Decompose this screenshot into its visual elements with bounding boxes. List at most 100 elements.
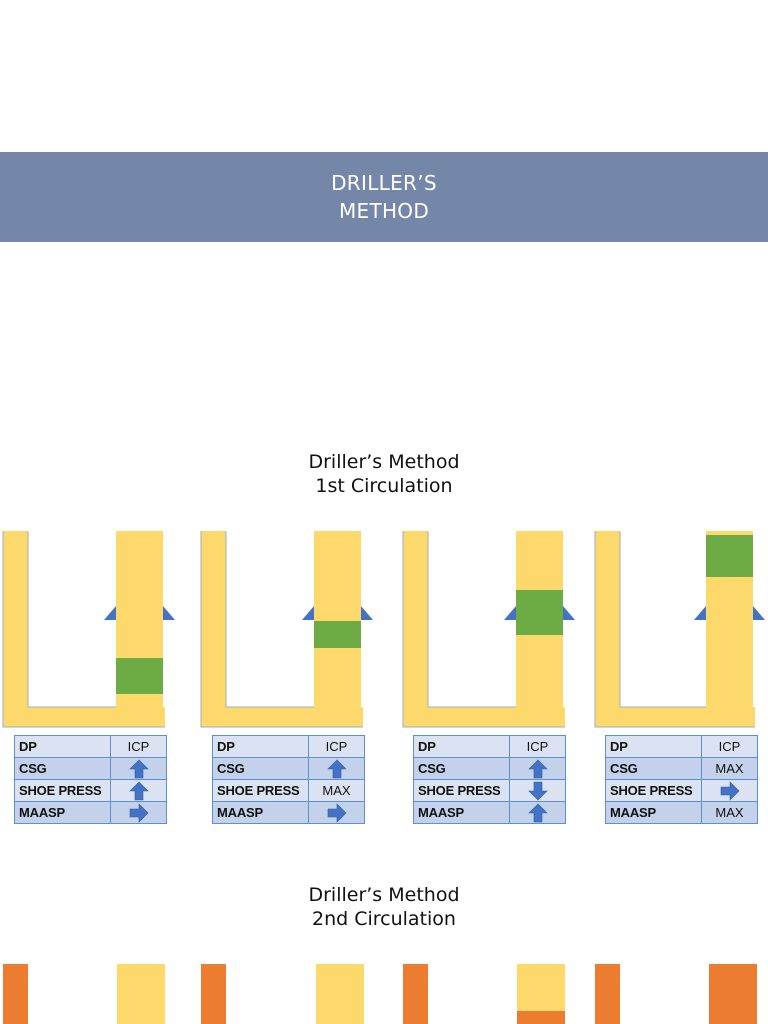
arrow-down-icon [527,781,548,800]
arrow-right-icon [720,780,739,801]
annulus-kill-mud [517,1011,565,1024]
second-circulation-diagram-3 [403,964,565,1024]
choke-right-marker-icon [163,606,175,620]
drill-pipe-column [3,531,28,727]
row-value: ICP [110,735,167,758]
arrow-up-icon [527,759,548,778]
row-label: SHOE PRESS [14,779,111,802]
row-label: DP [605,735,702,758]
kick-influx [516,590,563,635]
row-value [701,779,758,802]
row-value: ICP [308,735,365,758]
annulus-column [316,964,364,1024]
drill-pipe-kill-mud [3,964,28,1024]
second-circulation-diagram-1 [3,964,165,1024]
table-row: MAASP [14,801,167,824]
drill-pipe-kill-mud [403,964,428,1024]
row-label: SHOE PRESS [212,779,309,802]
choke-right-marker-icon [753,606,765,620]
well-outline [594,531,755,728]
section-1-heading: Driller’s Method 1st Circulation [0,450,768,498]
table-row: MAASP [413,801,566,824]
row-value [509,757,566,780]
arrow-up-icon [527,803,548,822]
row-value [308,757,365,780]
row-label: MAASP [605,801,702,824]
row-value: MAX [308,779,365,802]
table-row: SHOE PRESS [14,779,167,802]
banner-title-line2: METHOD [338,199,430,223]
drill-pipe-column [403,531,428,727]
choke-left-marker-icon [504,606,516,620]
table-row: SHOE PRESS [413,779,566,802]
choke-left-marker-icon [302,606,314,620]
row-value: ICP [509,735,566,758]
row-value: ICP [701,735,758,758]
well-outline [200,531,363,728]
section-1-subtitle: 1st Circulation [315,475,453,497]
title-banner: DRILLER’S METHOD [0,152,768,242]
row-label: SHOE PRESS [605,779,702,802]
row-value [509,779,566,802]
well-diagram-2 [200,531,373,728]
row-value [509,801,566,824]
row-value [110,779,167,802]
row-label: DP [413,735,510,758]
row-label: MAASP [212,801,309,824]
well-diagram-3 [402,531,575,728]
section-2-heading: Driller’s Method 2nd Circulation [0,883,768,931]
drill-pipe-column [595,531,620,727]
choke-left-marker-icon [104,606,116,620]
drill-pipe-kill-mud [595,964,620,1024]
row-value [110,757,167,780]
second-circulation-diagram-2 [201,964,364,1024]
row-label: CSG [605,757,702,780]
drill-pipe-column [201,531,226,727]
table-row: MAASP [212,801,365,824]
row-label: CSG [212,757,309,780]
arrow-up-icon [128,759,149,778]
section-2-subtitle: 2nd Circulation [312,908,456,930]
well-outline [402,531,565,728]
kick-influx [706,535,753,577]
row-label: SHOE PRESS [413,779,510,802]
choke-right-marker-icon [563,606,575,620]
row-value: MAX [701,757,758,780]
arrow-up-icon [128,781,149,800]
choke-right-marker-icon [361,606,373,620]
arrow-up-icon [326,759,347,778]
annulus-column [117,964,165,1024]
row-value [110,801,167,824]
kick-influx [116,658,163,694]
well-diagram-4 [594,531,765,728]
arrow-right-icon [327,802,346,823]
row-label: DP [212,735,309,758]
table-row: CSG [14,757,167,780]
well-outline [2,531,165,728]
section-2-title: Driller’s Method [308,884,460,906]
section-1-title: Driller’s Method [308,451,460,473]
arrow-right-icon [129,802,148,823]
annulus-kill-mud [709,964,757,1024]
table-row: SHOE PRESS [605,779,758,802]
row-label: MAASP [14,801,111,824]
second-circulation-diagram-4 [595,964,757,1024]
drill-pipe-kill-mud [201,964,226,1024]
row-label: CSG [413,757,510,780]
choke-left-marker-icon [694,606,706,620]
row-label: DP [14,735,111,758]
kick-influx [314,621,361,648]
row-label: MAASP [413,801,510,824]
row-value [308,801,365,824]
